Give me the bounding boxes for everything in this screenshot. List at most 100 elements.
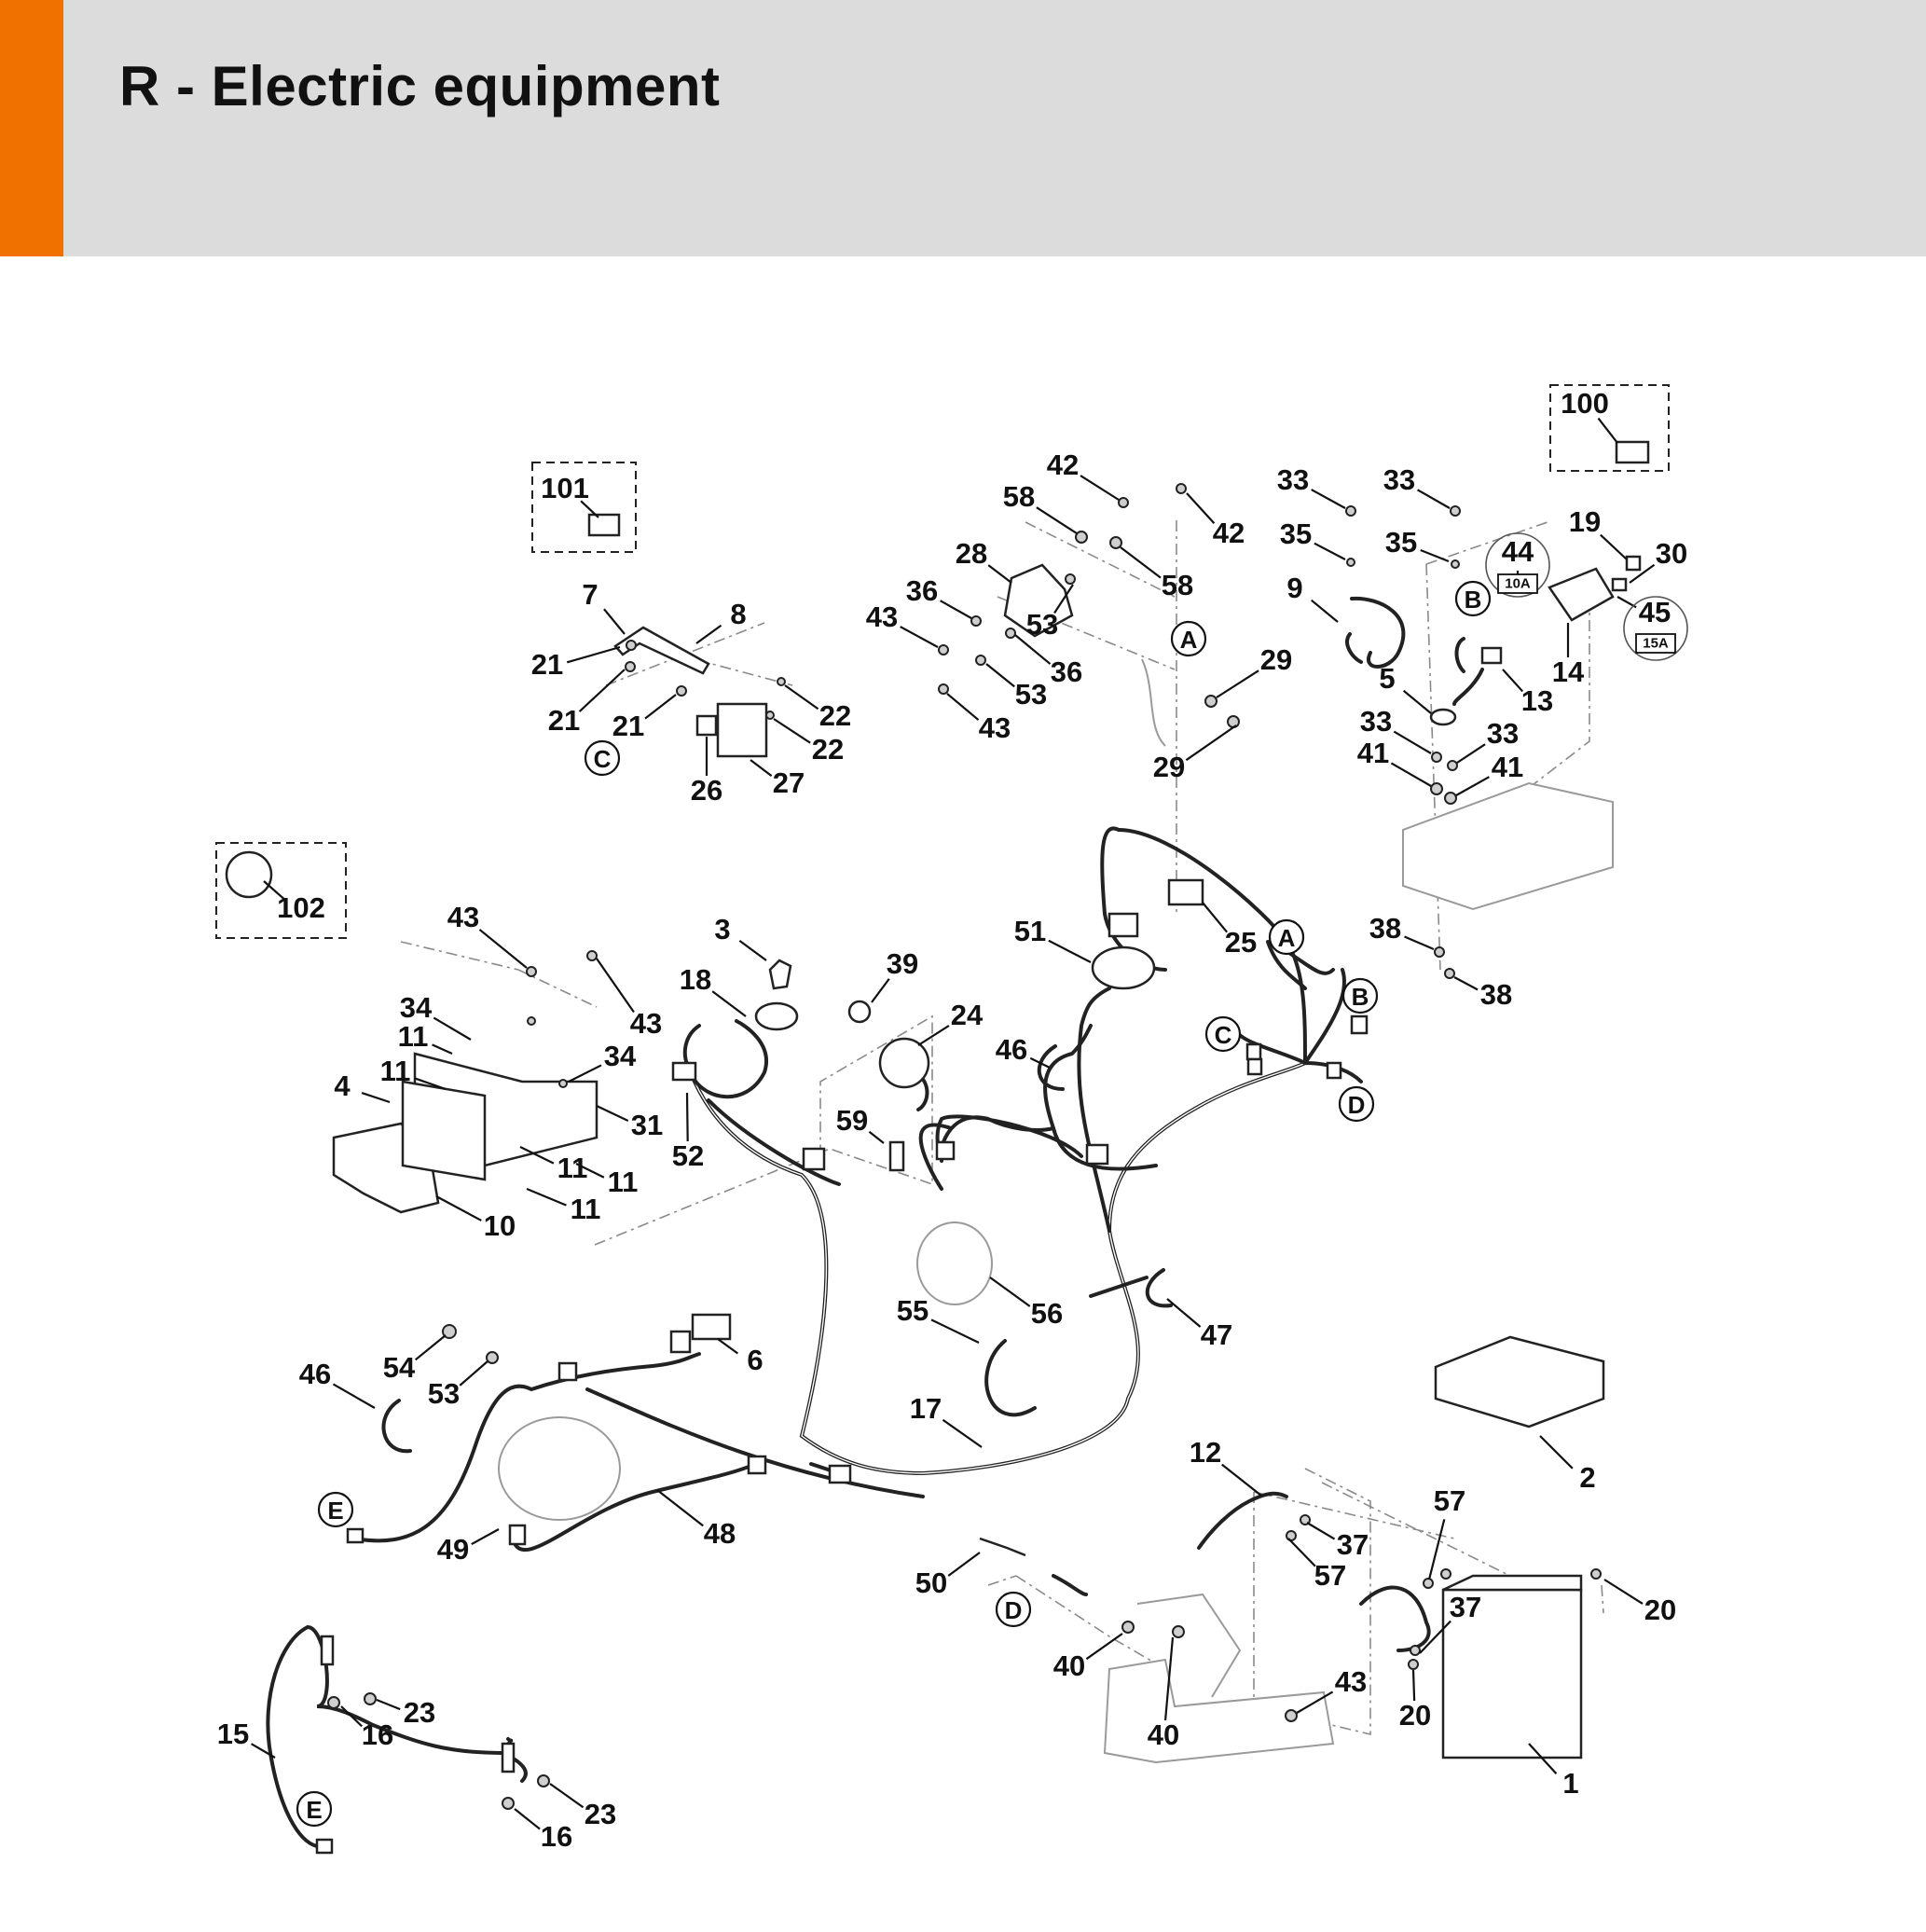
screw-34	[527, 1016, 536, 1026]
leader-line	[1539, 1435, 1574, 1470]
leader-line	[578, 669, 626, 712]
part-label-23: 23	[404, 1696, 435, 1729]
part-label-37: 37	[1450, 1591, 1481, 1623]
leader-line	[1080, 475, 1120, 501]
bolt-42	[1176, 483, 1187, 494]
part-label-33: 33	[1360, 705, 1392, 738]
washer-41	[1444, 792, 1457, 805]
callout-circle	[995, 1591, 1032, 1628]
fuse-tag-box	[1497, 573, 1538, 594]
nut-33	[1450, 505, 1461, 517]
fuse-30	[1611, 577, 1628, 592]
harness-connector	[747, 1455, 767, 1475]
leader-line	[1456, 743, 1486, 764]
part-label-54: 54	[383, 1351, 416, 1384]
wiring-harness-branch	[585, 1387, 925, 1498]
leader-line	[987, 564, 1012, 584]
part-label-36: 36	[1051, 656, 1082, 688]
pto-clutch-49	[498, 1416, 621, 1521]
leader-line	[1053, 584, 1074, 614]
leader-line	[946, 693, 980, 721]
plug-16	[327, 1696, 340, 1709]
nut-54	[442, 1324, 457, 1339]
leader-line	[1306, 1522, 1336, 1540]
nut-43	[938, 644, 949, 656]
grommet-23	[364, 1692, 377, 1705]
leader-line	[263, 880, 286, 901]
leader-line	[985, 663, 1015, 688]
callout-letter: A	[1180, 626, 1198, 654]
connector-26	[695, 714, 718, 737]
washer-35	[1451, 559, 1460, 569]
solenoid-28	[1003, 563, 1074, 638]
leader-line	[459, 1360, 488, 1387]
cable-to-e	[352, 1352, 701, 1543]
leader-line	[251, 1743, 276, 1759]
leader-lines	[251, 417, 1656, 1830]
part-label-101: 101	[541, 472, 589, 504]
leader-line	[361, 1092, 391, 1104]
part-label-7: 7	[582, 578, 598, 611]
assembly-line	[1176, 520, 1590, 971]
leader-line	[1186, 492, 1216, 525]
assembly-line	[1253, 1468, 1455, 1736]
leader-line	[784, 684, 819, 711]
leader-line	[1296, 1690, 1334, 1714]
leader-line	[1085, 1633, 1123, 1661]
part-label-20: 20	[1644, 1594, 1676, 1626]
leader-line	[717, 1338, 738, 1355]
part-label-9: 9	[1286, 572, 1302, 604]
fuse-rating-45: 15A	[1623, 596, 1688, 661]
assembly-line	[605, 622, 793, 686]
part-label-34: 34	[400, 991, 433, 1024]
part-label-53: 53	[1015, 678, 1047, 711]
leader-line	[1120, 546, 1162, 579]
part-label-39: 39	[887, 947, 918, 980]
fuse-circle	[1623, 596, 1688, 661]
washer-40	[1121, 1621, 1135, 1634]
part-label-1: 1	[1562, 1767, 1578, 1800]
part-label-4: 4	[334, 1070, 351, 1102]
part-label-15: 15	[217, 1718, 249, 1750]
leader-line	[695, 624, 722, 644]
cable-37	[1359, 1585, 1431, 1652]
callout-letter: C	[1215, 1021, 1232, 1049]
leader-line	[685, 1092, 689, 1142]
washer-36	[970, 615, 982, 627]
callout-letter: E	[327, 1497, 343, 1525]
part-label-58: 58	[1003, 480, 1035, 513]
part-label-6: 6	[747, 1344, 763, 1376]
connector-e	[346, 1527, 365, 1544]
assembly-line	[400, 941, 598, 1008]
part-label-38: 38	[1369, 912, 1401, 945]
ignition-switch-18	[754, 1001, 799, 1031]
harness-connector	[1245, 1042, 1262, 1061]
part-label-31: 31	[631, 1109, 663, 1141]
leader-line	[526, 1187, 567, 1207]
cable-d	[1052, 1574, 1088, 1596]
leader-line	[332, 1383, 376, 1409]
leader-line	[940, 600, 972, 619]
callout-letter: B	[1352, 983, 1369, 1011]
leader-line	[596, 1105, 629, 1122]
leader-line	[1029, 1056, 1051, 1069]
leader-line	[549, 1783, 585, 1809]
nut-33	[1447, 760, 1458, 771]
snap-ring-55	[984, 1339, 1037, 1417]
wiring-harness-branch	[1043, 1024, 1093, 1130]
leader-line	[432, 1043, 453, 1056]
part-label-43: 43	[866, 600, 898, 633]
part-label-35: 35	[1385, 526, 1417, 559]
part-label-12: 12	[1190, 1436, 1221, 1469]
connector-callout-e: E	[296, 1790, 333, 1828]
part-label-102: 102	[277, 891, 325, 924]
connector-callout-a: A	[1170, 620, 1207, 657]
part-label-45: 45	[1639, 596, 1671, 628]
fastener	[526, 966, 537, 977]
ring-39	[847, 1000, 872, 1024]
part-label-33: 33	[1487, 717, 1519, 750]
callout-letter: D	[1005, 1596, 1023, 1624]
assembly-line	[1321, 1482, 1604, 1641]
screw-38	[1444, 968, 1455, 979]
